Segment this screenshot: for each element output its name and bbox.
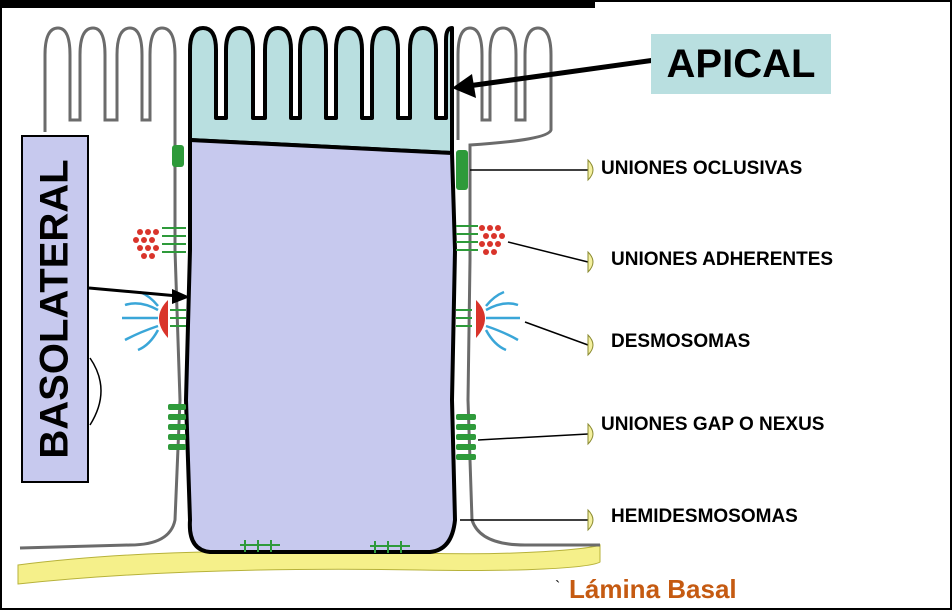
- apical-domain: [190, 28, 452, 153]
- label-uniones-oclusivas: UNIONES OCLUSIVAS: [601, 158, 802, 180]
- apical-label-box: APICAL: [651, 34, 831, 94]
- lamina-basal-label: Lámina Basal: [569, 574, 737, 605]
- label-desmosomas: DESMOSOMAS: [611, 331, 750, 353]
- label-uniones-gap: UNIONES GAP O NEXUS: [601, 414, 824, 436]
- label-uniones-adherentes: UNIONES ADHERENTES: [611, 249, 833, 271]
- top-bar: [0, 0, 595, 8]
- apical-label: APICAL: [667, 42, 816, 87]
- basolateral-domain: [186, 140, 455, 552]
- tick-mark: `: [555, 579, 560, 596]
- basolateral-label: BASOLATERAL: [33, 159, 78, 458]
- label-hemidesmosomas: HEMIDESMOSOMAS: [611, 506, 798, 528]
